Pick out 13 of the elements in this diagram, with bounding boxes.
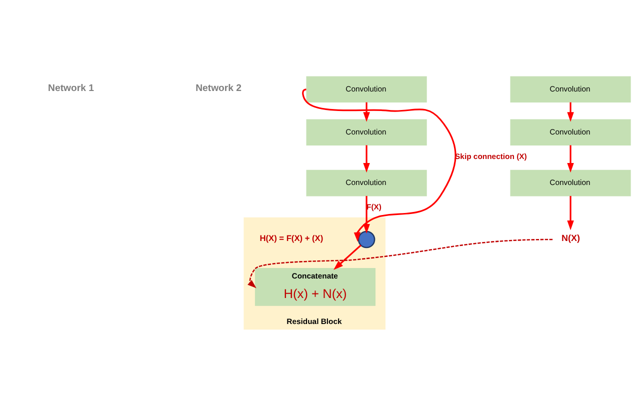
node-text: N(X) (562, 233, 580, 244)
arrow (363, 145, 370, 173)
label: H(X) = F(X) + (X) (260, 233, 324, 244)
arrow (567, 145, 574, 173)
arrow (248, 238, 553, 288)
node-circle (358, 230, 376, 248)
label: Network 1 (48, 83, 94, 94)
arrow (363, 102, 370, 122)
arrow (363, 196, 370, 234)
label: Network 2 (196, 83, 242, 94)
arrow (334, 244, 362, 270)
arrow (567, 102, 574, 122)
arrow (567, 196, 574, 230)
